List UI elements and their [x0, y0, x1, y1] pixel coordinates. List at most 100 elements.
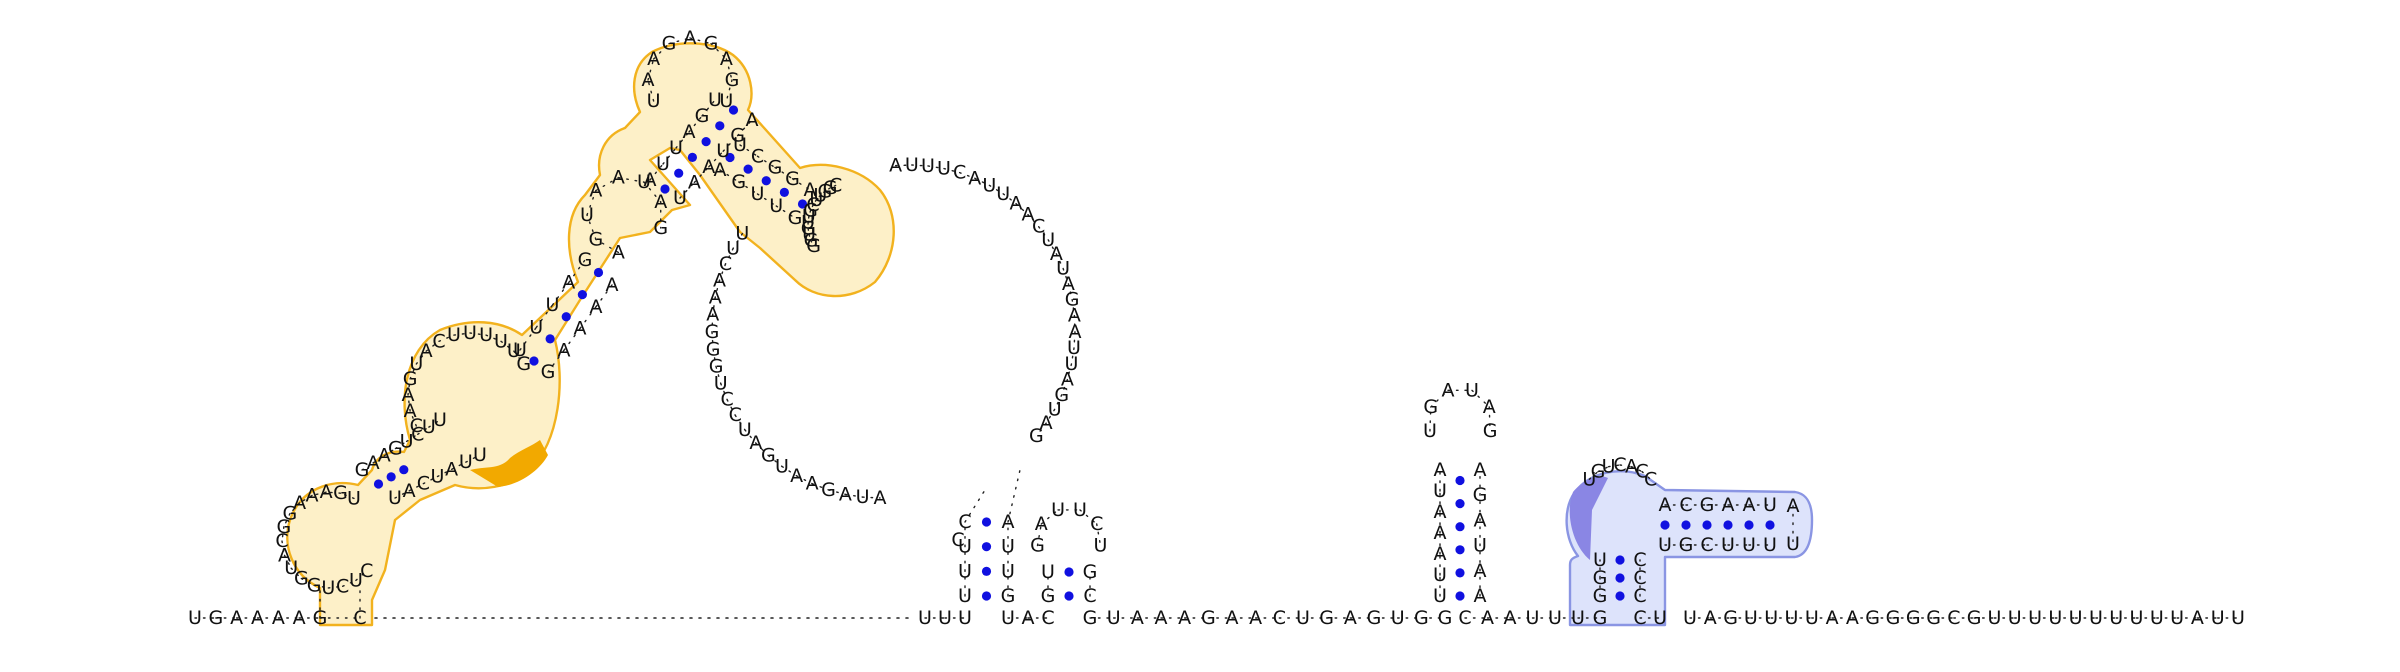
- nucleotide-59: U: [2089, 607, 2103, 629]
- nucleotide-225: C: [829, 175, 842, 197]
- backbone-segment: [1073, 314, 1076, 333]
- nucleotide-258: A: [1061, 369, 1074, 391]
- nucleotide-174: U: [507, 340, 521, 362]
- backbone-segment: [756, 155, 776, 169]
- nucleotide-63: U: [2170, 607, 2184, 629]
- nucleotide-77: U: [1041, 561, 1055, 583]
- nucleotide-96: A: [1474, 509, 1487, 531]
- backbone-segment: [734, 414, 746, 431]
- backbone-segment: [829, 184, 837, 189]
- nucleotide-209: G: [662, 33, 677, 55]
- backbone-segment: [1036, 523, 1042, 547]
- nucleotide-110: C: [1633, 549, 1646, 571]
- nucleotide-238: A: [889, 155, 902, 177]
- nucleotide-83: U: [1073, 499, 1087, 521]
- backbone-segment: [808, 233, 812, 242]
- backbone-segment: [708, 150, 724, 168]
- nucleotide-272: U: [714, 373, 728, 395]
- nucleotide-46: A: [1826, 607, 1839, 629]
- backbone-segment: [791, 178, 811, 191]
- nucleotide-78: C: [1083, 585, 1096, 607]
- backbone-segment: [1015, 202, 1029, 216]
- backbone-segment: [744, 429, 757, 444]
- base-pair-dot: [386, 472, 396, 482]
- nucleotide-145: C: [336, 575, 349, 597]
- nucleotide-190: A: [612, 167, 625, 189]
- base-pair-dot: [779, 187, 789, 197]
- nucleotide-206: U: [647, 90, 661, 112]
- nucleotide-255: A: [1068, 321, 1081, 343]
- nucleotide-131: U: [1786, 533, 1800, 555]
- nucleotide-175: G: [516, 353, 531, 375]
- backbone-segment: [774, 166, 794, 180]
- nucleotide-115: A: [1625, 456, 1638, 478]
- nucleotide-237: G: [806, 235, 821, 257]
- nucleotide-137: G: [283, 503, 298, 525]
- nucleotide-244: U: [982, 174, 996, 196]
- nucleotide-100: G: [1423, 396, 1438, 418]
- nucleotide-170: U: [447, 324, 461, 346]
- backbone-segment: [422, 475, 439, 485]
- nucleotide-184: A: [590, 296, 603, 318]
- nucleotide-264: U: [726, 237, 740, 259]
- nucleotide-223: U: [769, 195, 783, 217]
- base-pair-dot: [981, 517, 992, 527]
- nucleotide-27: U: [1391, 607, 1405, 629]
- backbone-segment: [720, 382, 728, 401]
- backbone-segment: [722, 134, 739, 152]
- nucleotide-273: C: [721, 389, 734, 411]
- nucleotide-187: G: [589, 228, 604, 250]
- nucleotide-248: C: [1032, 216, 1045, 238]
- base-pair-layer: [373, 105, 1775, 601]
- base-pair-dot: [725, 152, 735, 163]
- backbone-segment: [756, 193, 777, 207]
- nucleotide-217: G: [768, 157, 783, 179]
- nucleotide-233: U: [801, 212, 815, 234]
- backbone-segment: [649, 163, 664, 181]
- nucleotide-171: U: [463, 322, 477, 344]
- nucleotide-141: U: [284, 557, 298, 579]
- nucleotide-24: G: [1319, 607, 1334, 629]
- nucleotide-119: C: [1679, 494, 1692, 516]
- nucleotide-200: U: [673, 187, 687, 209]
- nucleotide-251: U: [1056, 258, 1070, 280]
- nucleotide-192: A: [654, 191, 667, 213]
- nucleotide-267: A: [709, 286, 722, 308]
- nucleotide-66: U: [2231, 607, 2245, 629]
- nucleotide-10: U: [958, 607, 972, 629]
- base-pair-dot: [687, 152, 698, 162]
- nucleotide-228: U: [813, 184, 827, 206]
- nucleotide-249: U: [1041, 229, 1055, 251]
- nucleotide-166: G: [403, 368, 418, 390]
- base-pair-dot: [1744, 520, 1754, 530]
- nucleotide-198: G: [695, 105, 710, 127]
- backbone-segment: [409, 410, 418, 427]
- base-pair-dot: [981, 591, 992, 601]
- backbone-segment: [719, 169, 740, 183]
- nucleotide-274: C: [729, 404, 742, 426]
- nucleotide-8: U: [918, 607, 932, 629]
- nucleotide-34: U: [1548, 607, 1562, 629]
- nucleotide-275: U: [738, 419, 752, 441]
- backbone-segment: [1027, 213, 1040, 228]
- nucleotide-86: U: [1433, 585, 1447, 607]
- nucleotide-25: A: [1344, 607, 1357, 629]
- backbone-segment: [894, 164, 913, 167]
- nucleotide-260: U: [1048, 398, 1062, 420]
- backbone-segment: [407, 378, 411, 396]
- nucleotide-57: U: [2048, 607, 2062, 629]
- backbone-segment: [810, 239, 815, 247]
- base-pair-dot: [373, 479, 384, 489]
- base-pair-dot: [728, 105, 739, 115]
- nucleotide-88: A: [1434, 543, 1447, 565]
- backbone-segment: [1597, 465, 1610, 473]
- nucleotide-56: U: [2028, 607, 2042, 629]
- nucleotide-224: G: [788, 207, 803, 229]
- backbone-segment: [844, 493, 864, 498]
- nucleotide-70: C: [958, 511, 971, 533]
- nucleotide-150: A: [378, 445, 391, 467]
- nucleotide-172: U: [479, 324, 493, 346]
- backbone-segment: [927, 165, 945, 170]
- nucleotide-167: U: [409, 353, 423, 375]
- backbone-segment: [662, 147, 677, 165]
